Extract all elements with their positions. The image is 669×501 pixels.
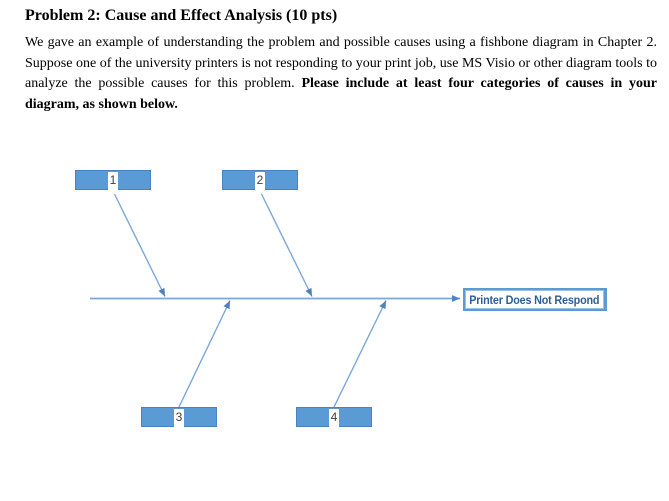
category-label-4: 4 (329, 409, 339, 431)
effect-box-inner: Printer Does Not Respond (465, 290, 604, 309)
problem-title: Problem 2: Cause and Effect Analysis (10… (25, 7, 338, 24)
category-label-1: 1 (108, 172, 118, 194)
problem-statement: We gave an example of understanding the … (25, 33, 657, 115)
effect-box: Printer Does Not Respond (463, 288, 607, 311)
category-box-4: 4 (296, 407, 372, 431)
category-box-2: 2 (222, 170, 298, 194)
effect-label: Printer Does Not Respond (469, 292, 600, 307)
statement-normal-text: We gave an example of understanding the … (25, 35, 657, 92)
statement-bold-text: Please include at least four categories … (25, 76, 657, 112)
branch-arrow-1 (112, 190, 166, 297)
category-box-3: 3 (141, 407, 217, 431)
category-label-3: 3 (174, 409, 184, 431)
branch-arrow-4 (333, 300, 387, 408)
branch-arrow-3 (178, 300, 231, 408)
branch-arrow-2 (259, 190, 313, 297)
category-label-2: 2 (255, 172, 265, 194)
category-box-1: 1 (75, 170, 151, 194)
